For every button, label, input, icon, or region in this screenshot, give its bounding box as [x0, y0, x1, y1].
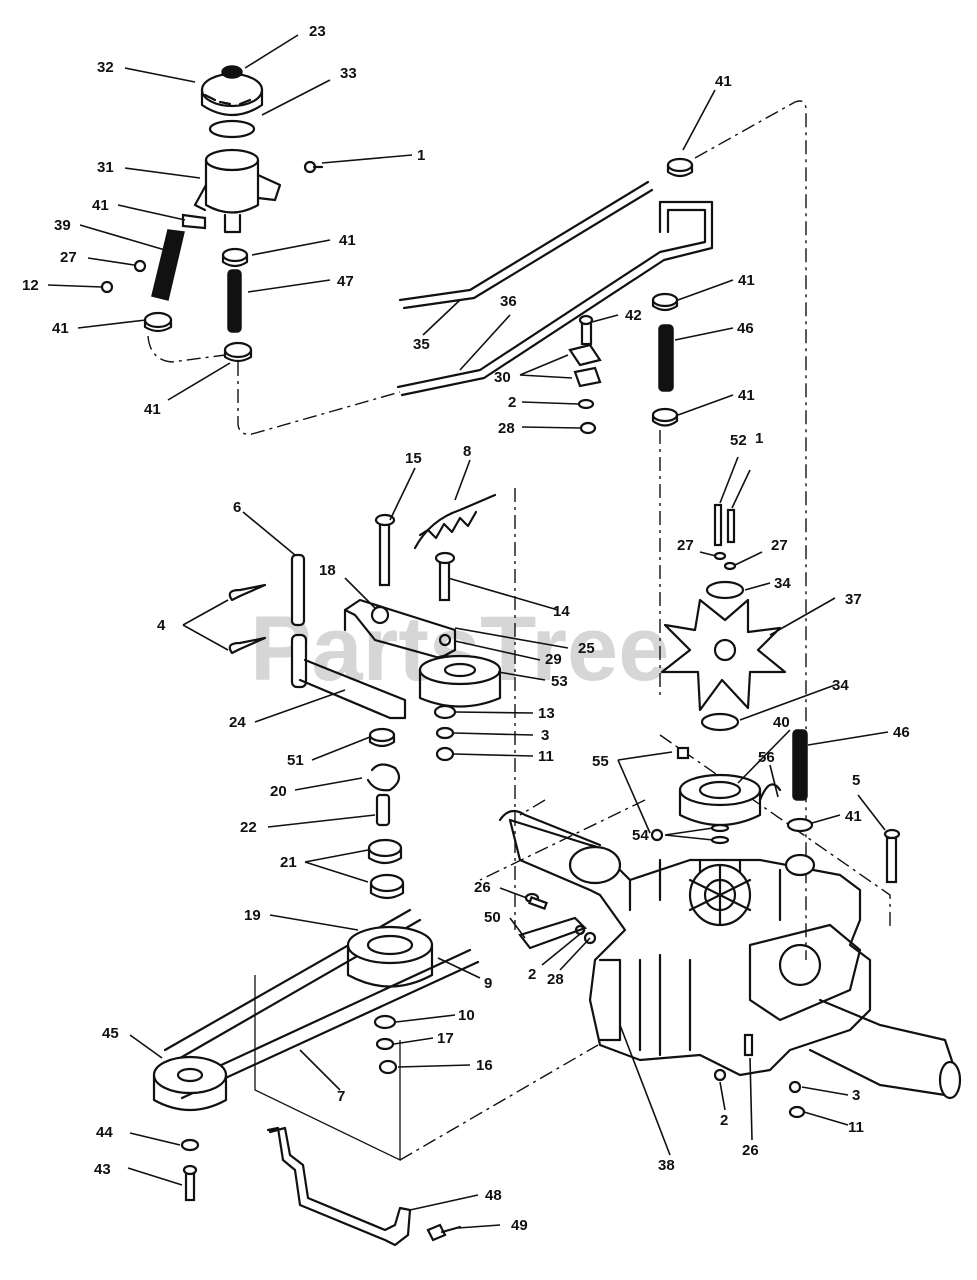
part-label: 36 [500, 293, 517, 310]
part-label: 12 [22, 277, 39, 294]
bolt-5 [883, 828, 901, 884]
pulley-40 [678, 773, 782, 827]
part-label: 34 [832, 677, 849, 694]
leader-lines [47, 34, 889, 1229]
part-label: 53 [551, 673, 568, 690]
part-label: 10 [458, 1007, 475, 1024]
part-label: 26 [742, 1142, 759, 1159]
part-label: 41 [144, 401, 161, 418]
part-label: 3 [852, 1087, 860, 1104]
part-label: 6 [233, 499, 241, 516]
part-label: 8 [463, 443, 471, 460]
part-label: 40 [773, 714, 790, 731]
part-label: 4 [157, 617, 166, 634]
part-label: 55 [592, 753, 609, 770]
part-label: 2 [528, 966, 536, 983]
part-label: 41 [52, 320, 69, 337]
part-label: 13 [538, 705, 555, 722]
part-label: 54 [632, 827, 649, 844]
pulley-hardware [180, 1014, 398, 1202]
part-label: 25 [578, 640, 595, 657]
part-label: 41 [715, 73, 732, 90]
idler-arm [343, 493, 497, 666]
hydraulic-tubes [396, 157, 714, 397]
part-label: 11 [848, 1119, 864, 1136]
part-label: 15 [405, 450, 422, 467]
part-label: 37 [845, 591, 862, 608]
hose-right [651, 292, 679, 427]
part-label: 1 [755, 430, 763, 447]
part-label: 26 [474, 879, 491, 896]
part-label: 23 [309, 23, 326, 40]
part-label: 52 [730, 432, 747, 449]
part-label: 20 [270, 783, 287, 800]
part-label: 41 [845, 808, 862, 825]
part-label: 11 [538, 748, 554, 765]
part-label: 28 [547, 971, 564, 988]
part-label: 41 [92, 197, 109, 214]
part-label: 9 [484, 975, 492, 992]
part-label: 35 [413, 336, 430, 353]
bracket-48 [266, 1126, 462, 1247]
part-label: 28 [498, 420, 515, 437]
oil-reservoir [193, 148, 282, 234]
part-label: 43 [94, 1161, 111, 1178]
part-label: 19 [244, 907, 261, 924]
part-label: 31 [97, 159, 114, 176]
o-ring [208, 119, 256, 139]
part-label: 27 [677, 537, 694, 554]
part-label: 5 [852, 772, 860, 789]
part-label: 7 [337, 1088, 345, 1105]
part-label: 39 [54, 217, 71, 234]
part-label: 38 [658, 1157, 675, 1174]
part-label: 33 [340, 65, 357, 82]
part-label: 22 [240, 819, 257, 836]
part-label: 48 [485, 1187, 502, 1204]
part-label: 17 [437, 1030, 454, 1047]
part-label: 16 [476, 1057, 493, 1074]
part-label: 27 [60, 249, 77, 266]
part-label: 27 [771, 537, 788, 554]
fitting-41-lower [786, 817, 814, 833]
belt-system [152, 908, 480, 1162]
part-label: 46 [737, 320, 754, 337]
part-label: 29 [545, 651, 562, 668]
part-label: 45 [102, 1025, 119, 1042]
part-label: 42 [625, 307, 642, 324]
part-label: 24 [229, 714, 246, 731]
part-label: 1 [417, 147, 425, 164]
part-label: 56 [758, 749, 775, 766]
part-labels: 23 32 33 1 31 41 41 39 27 12 41 47 41 41… [22, 23, 910, 1234]
part-label: 44 [96, 1124, 113, 1141]
part-label: 14 [553, 603, 570, 620]
fan-assembly [660, 503, 787, 732]
hose-fittings-left [100, 160, 324, 363]
part-label: 49 [511, 1217, 528, 1234]
part-label: 3 [541, 727, 549, 744]
part-label: 47 [337, 273, 354, 290]
part-label: 2 [508, 394, 516, 411]
reservoir-cap [200, 65, 264, 116]
bearings-stack [366, 727, 405, 900]
part-label: 18 [319, 562, 336, 579]
part-label: 30 [494, 369, 511, 386]
part-label: 21 [280, 854, 297, 871]
bracket-50 [518, 892, 597, 950]
part-label: 32 [97, 59, 114, 76]
part-label: 41 [339, 232, 356, 249]
part-label: 2 [720, 1112, 728, 1129]
pulley-53 [418, 654, 502, 762]
part-label: 46 [893, 724, 910, 741]
transaxle [498, 746, 962, 1119]
part-label: 51 [287, 752, 304, 769]
arm-pins [228, 553, 407, 720]
clamp-hardware [568, 314, 602, 435]
part-label: 41 [738, 387, 755, 404]
part-label: 41 [738, 272, 755, 289]
part-label: 34 [774, 575, 791, 592]
part-label: 50 [484, 909, 501, 926]
hose-46-lower [792, 729, 808, 801]
